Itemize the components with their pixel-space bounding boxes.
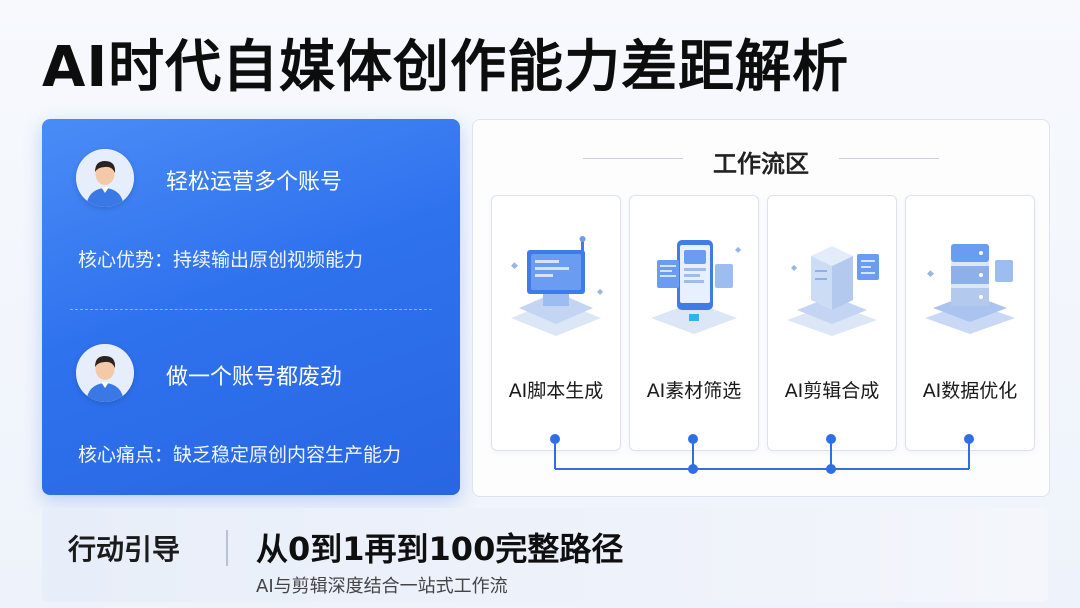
- profile-comparison-panel: 轻松运营多个账号 核心优势：持续输出原创视频能力 做一个账号都废劲 核心痛点：缺…: [42, 119, 460, 495]
- title-line: [583, 158, 683, 159]
- avatar: [76, 344, 134, 402]
- step-label: AI脚本生成: [508, 380, 604, 402]
- workflow-step-editing[interactable]: ◆ AI剪辑合成: [767, 195, 897, 451]
- svg-text:◆: ◆: [511, 261, 518, 271]
- action-subtitle: AI与剪辑深度结合一站式工作流: [256, 576, 508, 597]
- action-label: 行动引导: [68, 533, 181, 566]
- title-line: [839, 158, 939, 159]
- workflow-step-script[interactable]: ◆ ◆ AI脚本生成: [491, 195, 621, 451]
- profile-heading: 轻松运营多个账号: [166, 170, 343, 195]
- action-headline: 从0到1再到100完整路径: [256, 530, 624, 568]
- server-stack-icon: ◆: [925, 244, 1015, 334]
- svg-text:◆: ◆: [791, 263, 798, 272]
- svg-text:◆: ◆: [927, 269, 934, 279]
- person-icon: [76, 149, 134, 207]
- step-label: AI素材筛选: [646, 380, 742, 402]
- person-icon: [76, 344, 134, 402]
- vertical-divider: [226, 530, 228, 566]
- workflow-step-data[interactable]: ◆ AI数据优化: [905, 195, 1035, 451]
- step-label: AI剪辑合成: [784, 380, 880, 402]
- workflow-step-material[interactable]: ◆ AI素材筛选: [629, 195, 759, 451]
- server-box-icon: ◆: [787, 246, 879, 336]
- svg-text:◆: ◆: [597, 287, 604, 296]
- workflow-title: 工作流区: [713, 150, 809, 178]
- action-bar: 行动引导 从0到1再到100完整路径 AI与剪辑深度结合一站式工作流: [42, 508, 1048, 602]
- profile-heading: 做一个账号都废劲: [166, 365, 343, 390]
- profile-note: 核心优势：持续输出原创视频能力: [78, 249, 364, 271]
- avatar: [76, 149, 134, 207]
- workflow-panel: 工作流区 ◆ ◆ AI脚本生成: [472, 119, 1050, 497]
- computer-icon: ◆ ◆: [511, 236, 604, 336]
- page-title: AI时代自媒体创作能力差距解析: [42, 35, 850, 100]
- step-label: AI数据优化: [922, 380, 1018, 402]
- dashed-divider: [70, 309, 432, 310]
- tablet-icon: ◆: [651, 240, 742, 334]
- svg-text:◆: ◆: [735, 245, 742, 254]
- profile-note: 核心痛点：缺乏稳定原创内容生产能力: [78, 444, 402, 466]
